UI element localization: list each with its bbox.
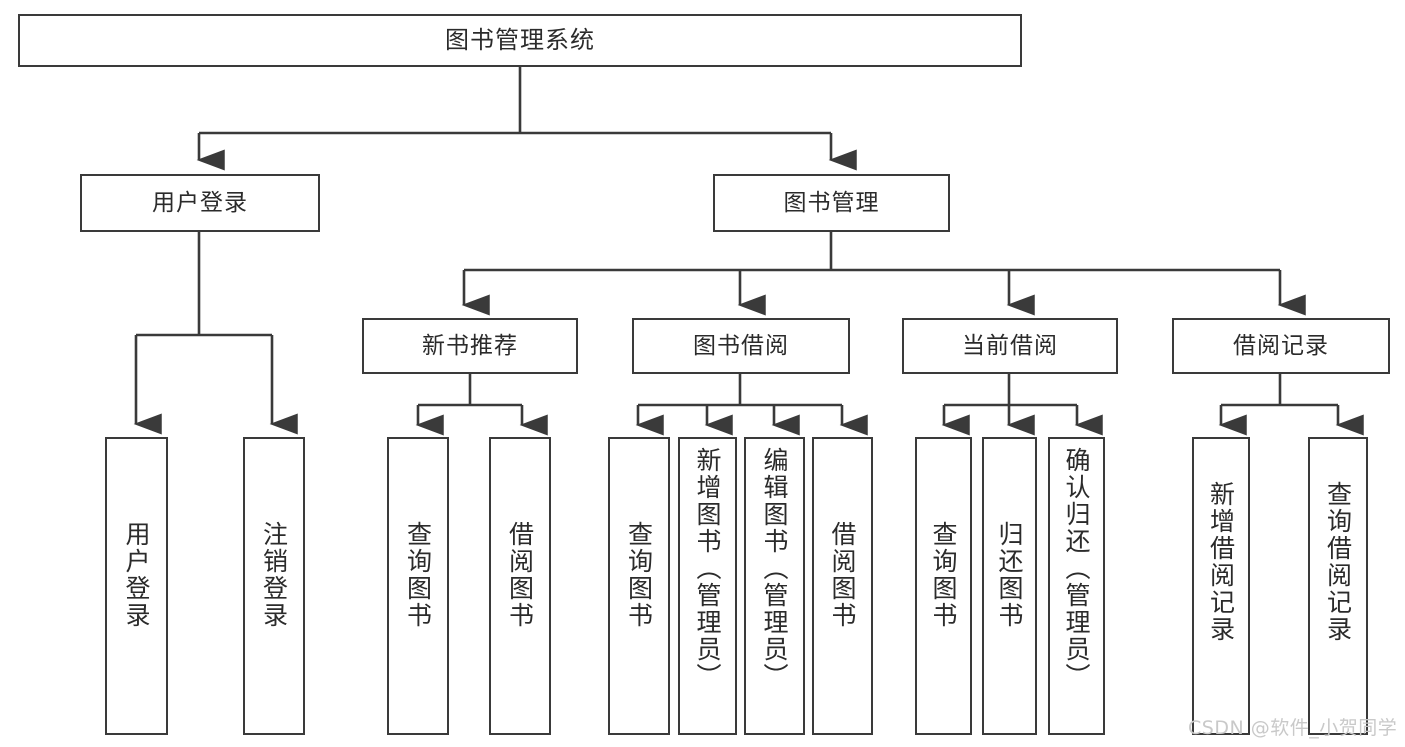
node-label: 图书借阅 [693,332,789,359]
leaf-borrow-books-recommend[interactable]: 借阅图书 [489,437,551,735]
node-label: 借阅记录 [1233,332,1329,359]
node-label: 当前借阅 [962,332,1058,359]
node-book-management[interactable]: 图书管理 [713,174,950,232]
node-label: 用户登录 [152,189,248,216]
leaf-borrow-books[interactable]: 借阅图书 [812,437,873,735]
leaf-query-borrow-record[interactable]: 查询借阅记录 [1308,437,1368,735]
node-label: 借阅图书 [505,521,535,629]
leaf-query-books-recommend[interactable]: 查询图书 [387,437,449,735]
node-label: 归还图书 [995,521,1024,629]
node-new-book-recommendation[interactable]: 新书推荐 [362,318,578,374]
leaf-user-login[interactable]: 用户登录 [105,437,168,735]
node-label: 注销登录 [259,521,289,629]
node-label: 借阅图书 [828,521,857,629]
node-label: 新书推荐 [422,332,518,359]
leaf-edit-book-admin[interactable]: 编辑图书（管理员） [744,437,805,735]
node-label: 确认归还（管理员） [1062,447,1091,690]
node-label: 查询图书 [624,521,654,629]
node-label: 新增借阅记录 [1206,481,1236,643]
leaf-query-books-borrow[interactable]: 查询图书 [608,437,670,735]
node-label: 查询图书 [929,521,958,629]
node-user-login[interactable]: 用户登录 [80,174,320,232]
leaf-add-borrow-record[interactable]: 新增借阅记录 [1192,437,1250,735]
leaf-confirm-return-admin[interactable]: 确认归还（管理员） [1048,437,1105,735]
node-borrowing-record[interactable]: 借阅记录 [1172,318,1390,374]
leaf-return-books[interactable]: 归还图书 [982,437,1037,735]
node-label: 查询借阅记录 [1323,481,1353,643]
leaf-logout-login[interactable]: 注销登录 [243,437,305,735]
node-label: 查询图书 [403,521,433,629]
node-label: 编辑图书（管理员） [760,447,789,690]
leaf-add-book-admin[interactable]: 新增图书（管理员） [678,437,737,735]
node-current-borrowing[interactable]: 当前借阅 [902,318,1118,374]
watermark-text: CSDN @软件_小贺同学 [1188,717,1398,739]
node-label: 图书管理系统 [445,25,595,54]
node-label: 用户登录 [122,521,151,629]
node-label: 图书管理 [783,189,880,216]
leaf-query-books-current[interactable]: 查询图书 [915,437,972,735]
node-root-book-management-system[interactable]: 图书管理系统 [18,14,1022,67]
node-book-borrowing[interactable]: 图书借阅 [632,318,850,374]
node-label: 新增图书（管理员） [693,447,722,690]
